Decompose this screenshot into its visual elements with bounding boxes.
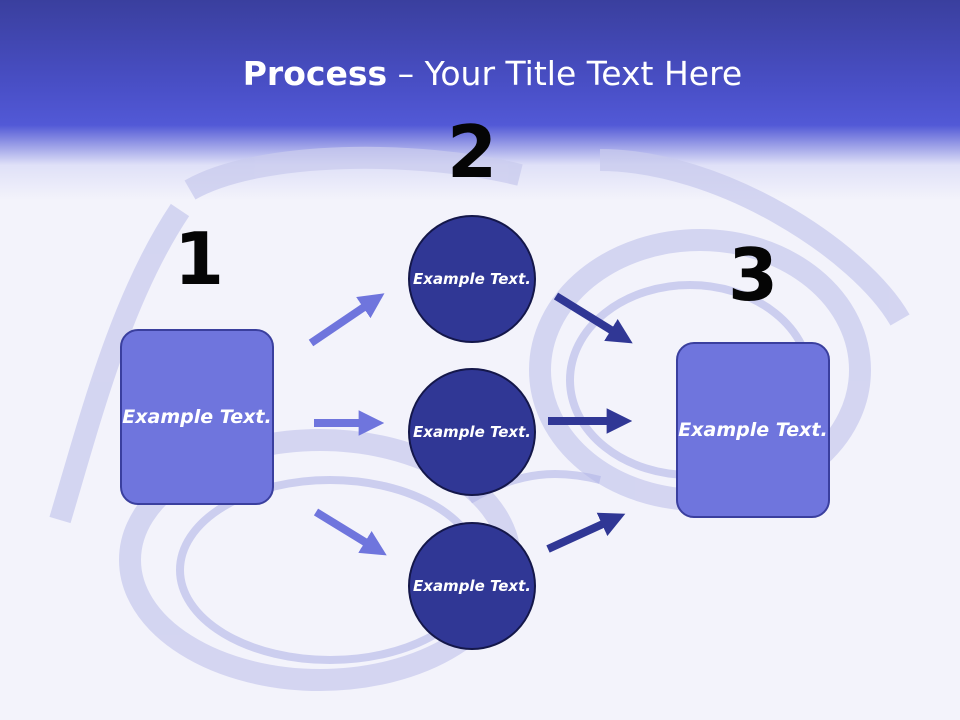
arrow-top-to-step3: [553, 292, 633, 344]
step-2-circle-middle: Example Text.: [408, 368, 536, 496]
step-2-circle-middle-text: Example Text.: [413, 422, 531, 441]
arrow-bottom-to-step3: [546, 512, 626, 553]
step-2-circle-top-text: Example Text.: [413, 269, 531, 288]
arrow-step1-to-bottom: [313, 508, 387, 556]
arrow-step1-to-top: [308, 293, 385, 347]
title-bold: Process: [242, 54, 388, 93]
step-2-circle-bottom: Example Text.: [408, 522, 536, 650]
step-1-box-text: Example Text.: [122, 405, 272, 428]
step-1-box: Example Text.: [120, 329, 274, 505]
step-3-box: Example Text.: [676, 342, 830, 518]
step-2-circle-top: Example Text.: [408, 215, 536, 343]
step-3-box-text: Example Text.: [678, 418, 828, 441]
step-2-circle-bottom-text: Example Text.: [413, 576, 531, 595]
title-rest: – Your Title Text Here: [387, 54, 743, 93]
step-3-number: 3: [727, 233, 779, 317]
step-1-number: 1: [173, 217, 225, 301]
slide-title: Process – Your Title Text Here: [0, 50, 960, 98]
step-2-number: 2: [446, 110, 498, 194]
